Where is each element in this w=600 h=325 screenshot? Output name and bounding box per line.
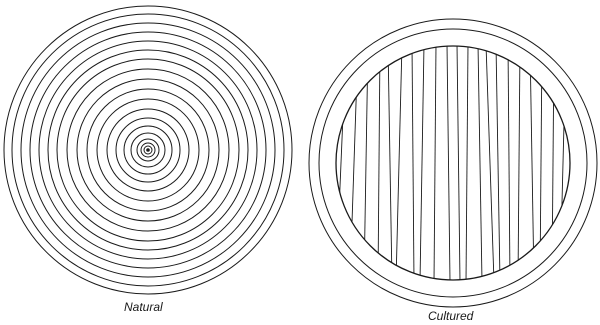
bead-band-line [560,44,566,282]
bead-band-line [530,44,534,282]
bead-band-line [378,44,380,282]
bead-band-line [336,44,346,282]
bead-band-line [457,44,460,282]
bead-band-line [447,44,450,282]
bead-band-line [420,44,424,282]
bead-band-line [478,44,482,282]
bead-band-line [508,44,510,282]
bead-band-line [466,44,468,282]
inner-nacre-ring [319,29,587,297]
bead-band-line [364,44,368,282]
bead-band-line [496,44,500,282]
natural-caption: Natural [124,300,163,314]
bead-band-line [434,44,436,282]
cultured-caption: Cultured [428,309,473,323]
natural-pearl-cross-section [4,6,292,294]
bead-band-line [350,44,358,282]
bead-band-line [396,44,402,282]
cultured-pearl-cross-section [309,19,597,307]
bead-band-line [388,44,392,282]
bead-band-line [540,44,542,282]
outer-nacre-ring [309,19,597,307]
bead-band-line [518,44,520,282]
nucleus-dot [146,148,150,152]
bead-nucleus-outline [336,46,570,280]
bead-band-line [412,44,414,282]
bead-band-line [486,44,494,282]
bead-band-line [552,44,554,282]
